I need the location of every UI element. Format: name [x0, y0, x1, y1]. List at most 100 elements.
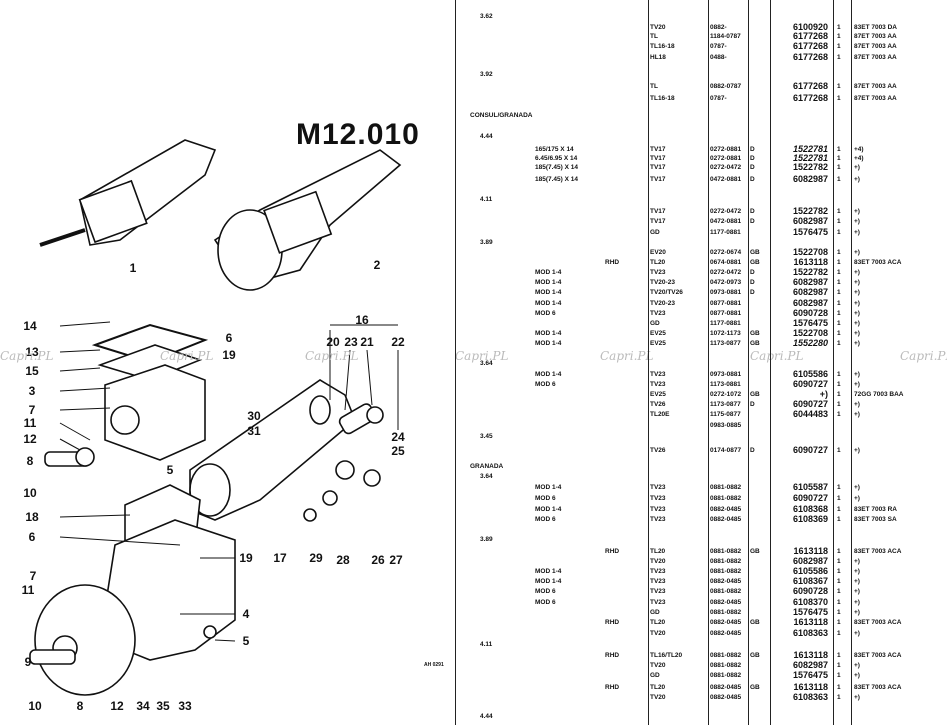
- cell-q: 1: [837, 249, 841, 256]
- cell-n: +): [854, 447, 860, 454]
- callout-number: 19: [222, 348, 236, 362]
- cell-q: 1: [837, 54, 841, 61]
- cell-g: GB: [750, 652, 760, 659]
- cell-q: 1: [837, 33, 841, 40]
- cell-d: 1184-0787: [710, 33, 741, 40]
- cell-q: 1: [837, 229, 841, 236]
- part-number: 6090727: [792, 379, 828, 389]
- cell-q: 1: [837, 516, 841, 523]
- cell-q: 1: [837, 310, 841, 317]
- cell-d: 0882-: [710, 24, 727, 31]
- cell-g: GB: [750, 619, 760, 626]
- cell-q: 1: [837, 340, 841, 347]
- cell-d: 0882-0485: [710, 619, 742, 626]
- cell-n: +): [854, 176, 860, 183]
- cell-b: MOD 1-4: [535, 484, 562, 491]
- cell-a: GRANADA: [470, 463, 504, 470]
- cell-m: TV20: [650, 24, 666, 31]
- cell-a: 3.92: [480, 71, 493, 78]
- part-number: 6100920: [792, 22, 828, 32]
- cell-q: 1: [837, 652, 841, 659]
- cell-q: 1: [837, 269, 841, 276]
- cell-b: MOD 6: [535, 516, 556, 523]
- cell-m: TV17: [650, 164, 666, 171]
- cell-c: RHD: [605, 684, 620, 691]
- cell-n: 83ET 7003 ACA: [854, 619, 902, 626]
- cell-a: 4.11: [480, 196, 493, 203]
- cell-n: +): [854, 662, 860, 669]
- callout-number: 8: [26, 454, 34, 468]
- callout-number: 12: [110, 699, 124, 713]
- part-number: 1522708: [792, 247, 828, 257]
- cell-d: 1173-0877: [710, 340, 741, 347]
- cell-n: +): [854, 300, 860, 307]
- cell-m: TV23: [650, 381, 666, 388]
- cell-g: GB: [750, 249, 760, 256]
- part-number: 1576475: [792, 318, 828, 328]
- cell-n: +): [854, 371, 860, 378]
- cell-n: +): [854, 320, 860, 327]
- cell-m: TV20/TV26: [650, 289, 683, 296]
- cell-d: 0272-1072: [710, 391, 742, 398]
- cell-b: 6.45/6.95 X 14: [535, 155, 578, 162]
- cell-m: TL20: [650, 548, 666, 555]
- callout-number: 3: [28, 384, 36, 398]
- part-number: 6082987: [792, 298, 828, 308]
- cell-q: 1: [837, 484, 841, 491]
- cell-q: 1: [837, 694, 841, 701]
- part-number: 6090728: [792, 586, 828, 596]
- cell-d: 0882-0485: [710, 630, 742, 637]
- part-number: 1613118: [793, 617, 828, 627]
- part-number: 6105586: [792, 566, 828, 576]
- cell-n: +): [854, 599, 860, 606]
- cell-a: 3.64: [480, 473, 493, 480]
- cell-n: +): [854, 495, 860, 502]
- column-divider-note: [851, 0, 852, 725]
- cell-n: 83ET 7003 ACA: [854, 652, 902, 659]
- cell-g: GB: [750, 391, 760, 398]
- callout-number: 1: [129, 261, 137, 275]
- cell-g: D: [750, 447, 755, 454]
- cell-m: TL: [650, 33, 658, 40]
- cell-d: 0882-0485: [710, 694, 742, 701]
- part-number: 1522781: [792, 153, 828, 163]
- callout-number: 31: [247, 424, 261, 438]
- cell-m: TV23: [650, 310, 666, 317]
- cell-q: 1: [837, 401, 841, 408]
- callout-number: 26: [371, 553, 385, 567]
- callout-number: 16: [355, 313, 369, 327]
- cell-q: 1: [837, 411, 841, 418]
- cell-q: 1: [837, 146, 841, 153]
- cell-n: +): [854, 401, 860, 408]
- cell-q: 1: [837, 630, 841, 637]
- callout-number: 14: [23, 319, 37, 333]
- cell-b: MOD 1-4: [535, 279, 562, 286]
- callout-number: 10: [28, 699, 42, 713]
- callout-number: 24: [391, 430, 405, 444]
- cell-n: +): [854, 484, 860, 491]
- cell-q: 1: [837, 609, 841, 616]
- callout-number: 5: [166, 463, 174, 477]
- cell-d: 0881-0882: [710, 662, 742, 669]
- cell-q: 1: [837, 330, 841, 337]
- cell-d: 1173-0881: [710, 381, 741, 388]
- cell-m: TV17: [650, 218, 666, 225]
- part-number: 1522708: [792, 328, 828, 338]
- cell-d: 0472-0881: [710, 218, 742, 225]
- cell-b: 185(7.45) X 14: [535, 164, 579, 171]
- cell-q: 1: [837, 164, 841, 171]
- cell-m: TV17: [650, 155, 666, 162]
- callout-number: 6: [28, 530, 36, 544]
- cell-d: 0272-0674: [710, 249, 742, 256]
- cell-d: 0973-0881: [710, 371, 742, 378]
- table-border-left: [455, 0, 456, 725]
- cell-n: +): [854, 164, 860, 171]
- cell-m: TL20: [650, 619, 666, 626]
- cell-q: 1: [837, 95, 841, 102]
- cell-d: 0272-0881: [710, 146, 742, 153]
- part-number: 6105586: [792, 369, 828, 379]
- cell-n: +): [854, 289, 860, 296]
- cell-q: 1: [837, 83, 841, 90]
- cell-d: 0877-0881: [710, 310, 742, 317]
- cell-n: +): [854, 588, 860, 595]
